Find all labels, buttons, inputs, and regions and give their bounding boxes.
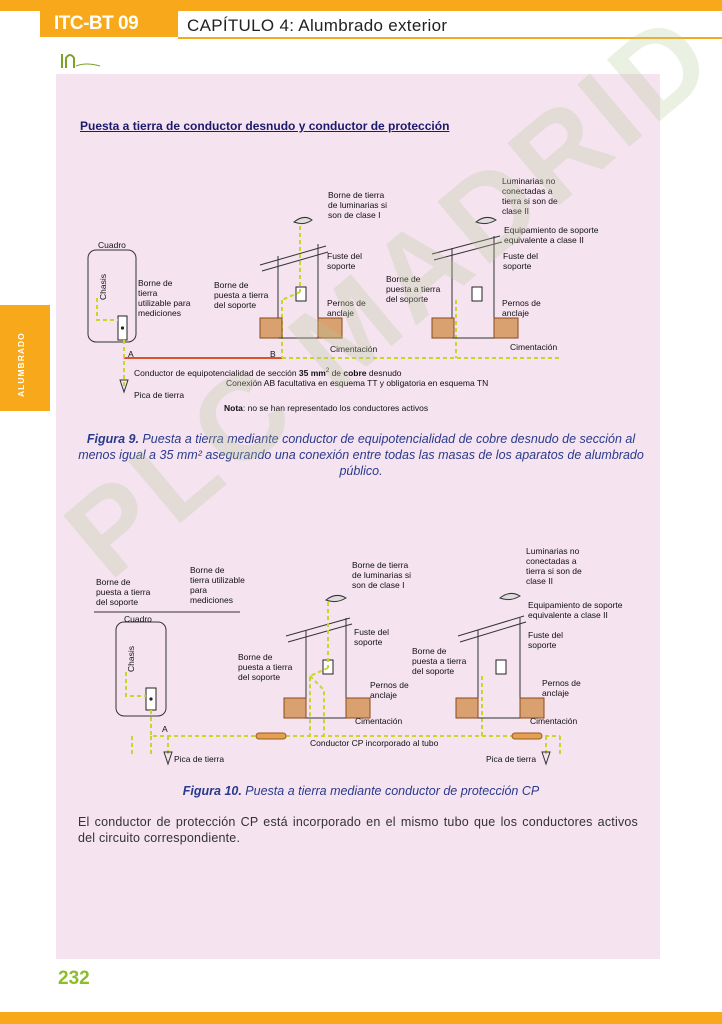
chapter-title: CAPÍTULO 4: Alumbrado exterior [187, 16, 448, 35]
standard-badge: ITC-BT 09 [40, 11, 178, 37]
f10-label-borne-medicion: Borne de tierra utilizable para medicion… [190, 565, 245, 605]
f10-label-borne-soporte-top: Borne de puesta a tierra del soporte [96, 577, 151, 607]
f9-label-borne-medicion: Borne de tierra utilizable para medicion… [138, 278, 191, 318]
chapter-underline [178, 37, 722, 39]
f10-label-pica1: Pica de tierra [174, 754, 225, 764]
f10-pica2-icon [541, 751, 551, 766]
f10-label-luminarias-no: Luminarias no conectadas a tierra si son… [526, 546, 582, 586]
f10-label-pernos2: Pernos de anclaje [542, 678, 581, 698]
f9-label-equipamiento: Equipamiento de soporte equivalente a cl… [504, 225, 599, 245]
f10-label-fuste: Fuste del soporte [354, 627, 389, 647]
publisher-logo-icon [61, 54, 101, 68]
f10-cp-line [150, 710, 560, 737]
f9-label-pica: Pica de tierra [134, 390, 185, 400]
f9-base1b [317, 317, 343, 339]
f9-luminaire2-icon [475, 216, 497, 225]
f10-label-pernos: Pernos de anclaje [370, 680, 409, 700]
f9-label-point-a: A [128, 349, 134, 359]
bottom-accent-bar [0, 1012, 722, 1024]
f9-label-borne-luminarias: Borne de tierra de luminarias si son de … [328, 190, 388, 220]
f10-label-conductor-cp: Conductor CP incorporado al tubo [310, 738, 439, 748]
f10-cuadro-box [115, 621, 167, 717]
f9-label-pernos2: Pernos de anclaje [502, 298, 541, 318]
page-number: 232 [58, 968, 90, 989]
f10-luminaire2-icon [499, 592, 521, 601]
figure9-caption: Figura 9. Puesta a tierra mediante condu… [78, 432, 644, 478]
f9-label-conexion: Conexión AB facultativa en esquema TT y … [226, 378, 489, 388]
f10-label-borne-soporte2: Borne de puesta a tierra del soporte [412, 646, 467, 676]
f9-label-fuste: Fuste del soporte [327, 251, 362, 271]
f9-label-cuadro: Cuadro [98, 240, 126, 250]
f10-label-cimentacion: Cimentación [355, 716, 403, 726]
top-accent-bar [0, 0, 722, 11]
f10-label-equipamiento: Equipamiento de soporte equivalente a cl… [528, 600, 623, 620]
f9-label-borne-soporte: Borne de puesta a tierra del soporte [214, 280, 269, 310]
f10-label-point-a: A [162, 724, 168, 734]
f9-luminaire1-icon [293, 216, 313, 225]
f9-base1a [259, 317, 283, 339]
f10-label-borne-soporte: Borne de puesta a tierra del soporte [238, 652, 293, 682]
f9-label-fuste2: Fuste del soporte [503, 251, 538, 271]
body-paragraph: El conductor de protección CP está incor… [78, 815, 638, 845]
f9-cuadro-box [87, 249, 137, 343]
f10-label-cuadro: Cuadro [124, 614, 152, 624]
f9-label-point-b: B [270, 349, 276, 359]
figure10-caption: Figura 10. Puesta a tierra mediante cond… [182, 784, 540, 798]
f9-label-borne-soporte2: Borne de puesta a tierra del soporte [386, 274, 441, 304]
f10-luminaire1-icon [325, 594, 347, 603]
content-panel [56, 74, 660, 959]
f9-label-cimentacion: Cimentación [330, 344, 378, 354]
f10-pica1-icon [163, 751, 173, 766]
f9-cuadro-wire [96, 298, 118, 321]
f9-label-pernos: Pernos de anclaje [327, 298, 366, 318]
f10-label-fuste2: Fuste del soporte [528, 630, 563, 650]
badge-text: ITC-BT 09 [54, 13, 139, 34]
f10-label-borne-luminarias: Borne de tierra de luminarias si son de … [352, 560, 412, 590]
f9-label-nota: Nota: no se han representado los conduct… [224, 403, 429, 413]
f10-label-cimentacion2: Cimentación [530, 716, 578, 726]
f10-tube1 [255, 732, 287, 740]
section-heading: Puesta a tierra de conductor desnudo y c… [80, 119, 450, 133]
f9-label-cimentacion2: Cimentación [510, 342, 558, 352]
f10-tube2 [511, 732, 543, 740]
f10-label-pica2: Pica de tierra [486, 754, 537, 764]
f9-label-luminarias-no: Luminarias no conectadas a tierra si son… [502, 176, 558, 216]
f9-label-conductor: Conductor de equipotencialidad de secció… [134, 367, 402, 378]
f10-label-chasis: Chasis [126, 646, 136, 672]
f9-pica-icon [119, 379, 129, 394]
section-side-tab: ALUMBRADO [0, 305, 50, 411]
